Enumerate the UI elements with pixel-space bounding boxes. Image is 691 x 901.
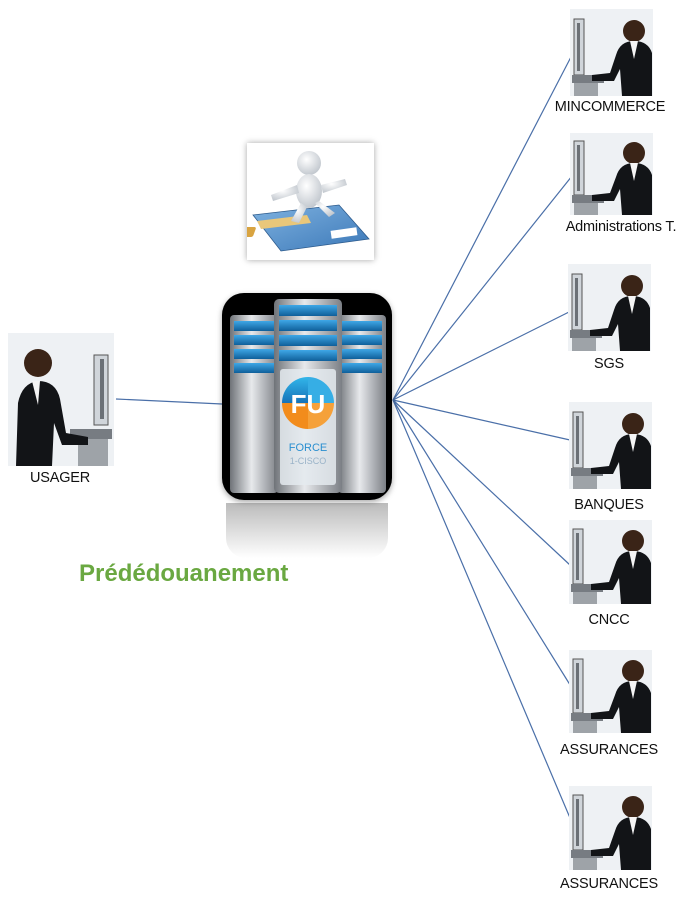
server-rack-icon: FU FORCE 1-CISCO bbox=[230, 299, 386, 493]
partner-label-4: BANQUES bbox=[574, 497, 644, 513]
hub-server-image: FU FORCE 1-CISCO bbox=[222, 293, 392, 500]
partner-node-photo-1 bbox=[570, 9, 653, 96]
connector-banques bbox=[392, 399, 571, 441]
person-on-card-icon bbox=[237, 151, 370, 252]
server-reflection bbox=[226, 503, 388, 558]
hub-caption-1: FORCE bbox=[289, 442, 328, 454]
person-at-computer-icon bbox=[569, 402, 652, 489]
connector-assurances-1 bbox=[392, 399, 573, 689]
person-at-computer-icon bbox=[8, 333, 114, 466]
partner-node-photo-2 bbox=[570, 133, 653, 215]
person-at-computer-icon bbox=[570, 133, 653, 215]
hub-caption-2: 1-CISCO bbox=[290, 456, 327, 466]
partner-label-7: ASSURANCES bbox=[560, 876, 658, 892]
connector-user-hub bbox=[115, 398, 223, 405]
partner-label-3: SGS bbox=[593, 356, 625, 372]
partner-node-photo-3 bbox=[568, 264, 651, 351]
connector-mincommerce bbox=[392, 54, 573, 401]
partner-node-photo-4 bbox=[569, 402, 652, 489]
hub-logo-text: FU bbox=[291, 389, 326, 419]
connector-cncc bbox=[392, 399, 571, 566]
person-at-computer-icon bbox=[570, 9, 653, 96]
person-at-computer-icon bbox=[569, 786, 652, 870]
partner-label-1: MINCOMMERCE bbox=[554, 99, 666, 115]
connector-assurances-2 bbox=[392, 399, 574, 826]
person-at-computer-icon bbox=[568, 264, 651, 351]
diagram-title: Prédédouanement bbox=[79, 560, 289, 587]
connector-administrations bbox=[392, 175, 573, 401]
online-payment-image bbox=[237, 143, 374, 260]
person-at-computer-icon bbox=[569, 650, 652, 733]
connector-sgs bbox=[392, 311, 570, 401]
partner-label-5: CNCC bbox=[588, 612, 630, 628]
user-node-photo bbox=[8, 333, 114, 466]
partner-node-photo-5 bbox=[569, 520, 652, 604]
user-label: USAGER bbox=[29, 470, 91, 486]
partner-node-photo-6 bbox=[569, 650, 652, 733]
partner-label-2: Administrations T. bbox=[565, 219, 677, 235]
person-at-computer-icon bbox=[569, 520, 652, 604]
partner-node-photo-7 bbox=[569, 786, 652, 870]
partner-label-6: ASSURANCES bbox=[560, 742, 658, 758]
